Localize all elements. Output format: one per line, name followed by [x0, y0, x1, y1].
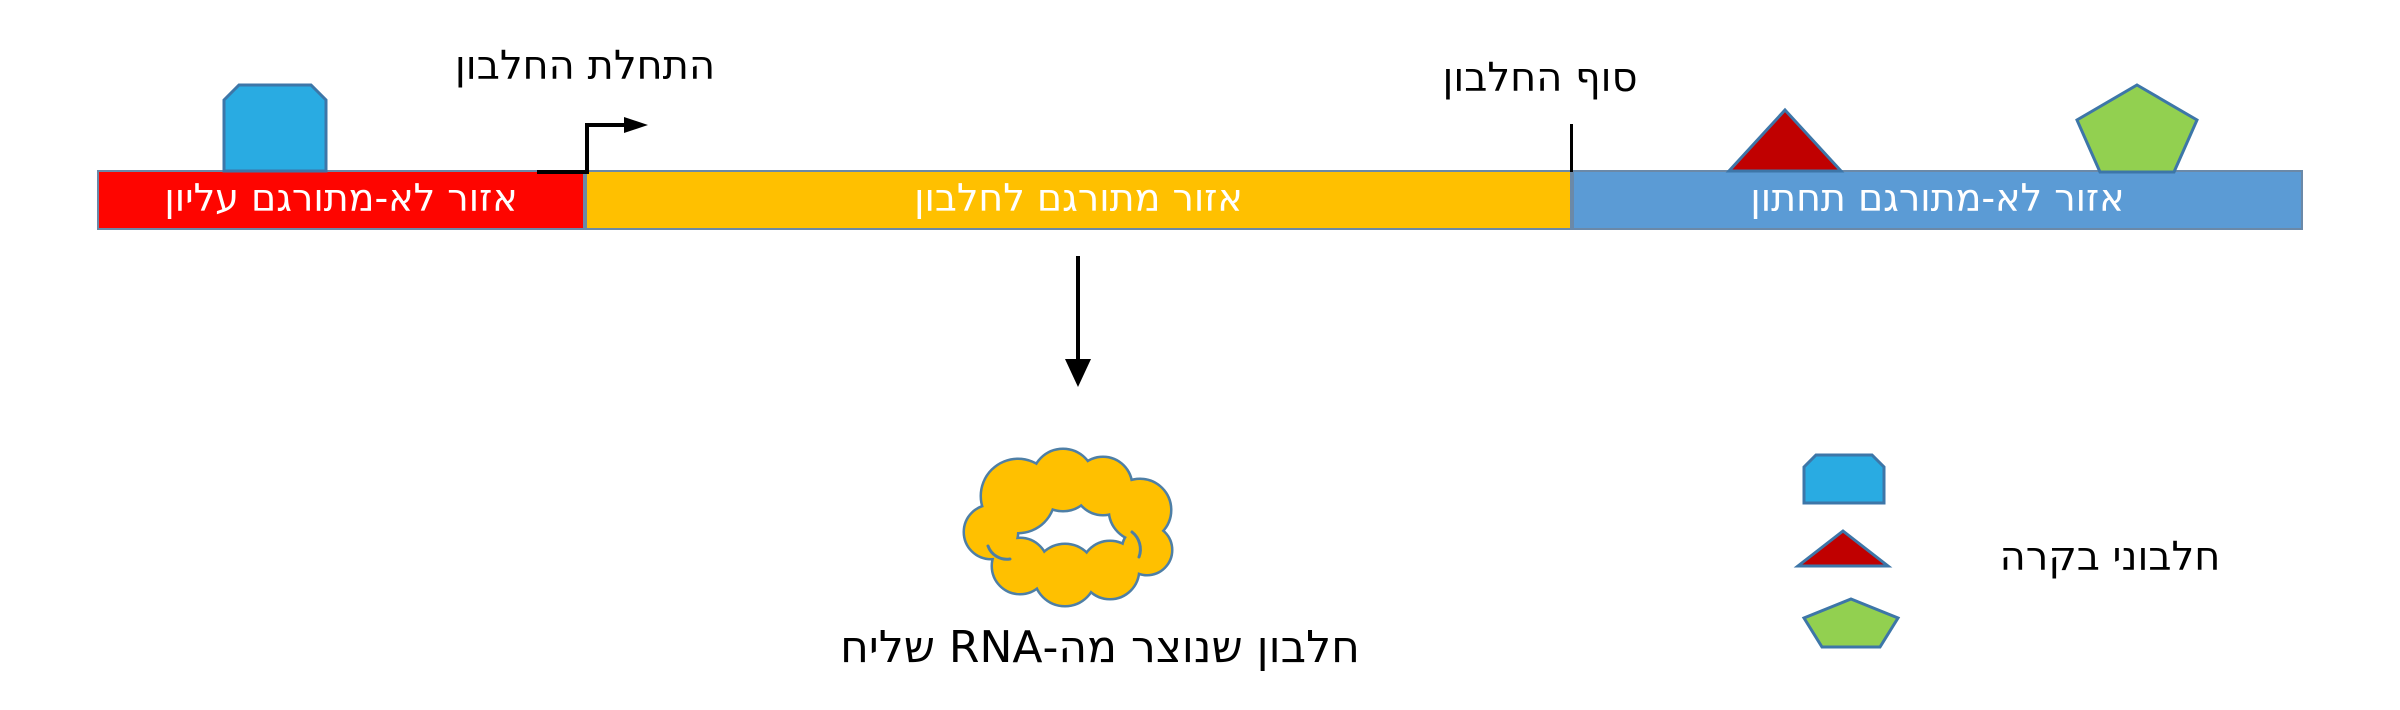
bar-5utr: אזור לא-מתורגם עליון: [97, 170, 585, 230]
bar-3utr: אזור לא-מתורגם תחתון: [1572, 170, 2303, 230]
protein-cloud-icon: [962, 447, 1174, 608]
legend-triangle-icon: [1793, 529, 1893, 568]
bar-5utr-label: אזור לא-מתורגם עליון: [164, 176, 518, 220]
bar-coding-region: אזור מתורגם לחלבון: [585, 170, 1572, 230]
bar-coding-region-label: אזור מתורגם לחלבון: [914, 176, 1243, 220]
protein-product-label: חלבון שנוצר מה-RNA שליח: [840, 622, 1360, 673]
legend-snipped-rectangle-icon: [1802, 453, 1886, 505]
regulatory-protein-snipped-rectangle-icon: [222, 83, 328, 173]
legend-control-proteins-label: חלבוני בקרה: [1999, 534, 2221, 580]
regulatory-protein-pentagon-icon: [2075, 83, 2199, 174]
legend-pentagon-icon: [1801, 597, 1901, 649]
regulatory-protein-triangle-icon: [1725, 107, 1845, 173]
protein-end-label: סוף החלבון: [1442, 55, 1638, 101]
translation-arrow-icon: [1065, 256, 1091, 387]
bar-3utr-label: אזור לא-מתורגם תחתון: [1750, 176, 2125, 220]
protein-start-arrow-icon: [537, 117, 648, 174]
protein-end-marker-line: [1570, 124, 1573, 172]
protein-start-label: התחלת החלבון: [454, 43, 716, 89]
